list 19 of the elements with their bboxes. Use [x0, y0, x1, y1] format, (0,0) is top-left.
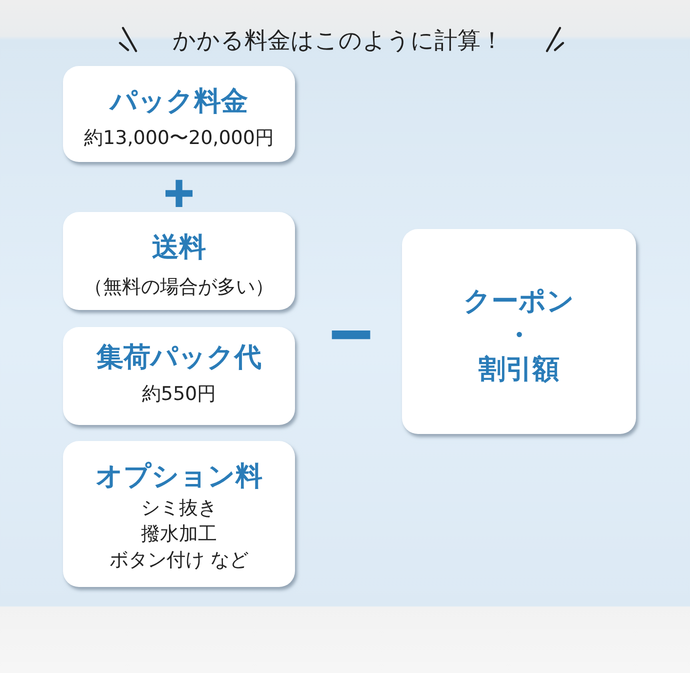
plus-sign: +: [162, 173, 196, 213]
card-text: 撥水加工: [141, 522, 217, 547]
card-text: 約13,000〜20,000円: [84, 126, 274, 151]
card-text: シミ抜き: [141, 496, 217, 521]
info-card: [63, 66, 295, 162]
card-heading: パック料金: [110, 85, 248, 119]
card-heading: 集荷パック代: [96, 341, 262, 375]
info-card: [402, 229, 636, 434]
card-text: ボタン付け など: [109, 548, 249, 573]
minus-sign: −: [326, 304, 376, 362]
card-heading: クーポン・割引額: [464, 285, 574, 387]
info-card: [63, 327, 295, 425]
info-card: [63, 212, 295, 310]
info-card: [63, 441, 295, 587]
card-heading: オプション料: [96, 460, 262, 494]
card-text: （無料の場合が多い）: [84, 275, 274, 300]
card-heading: 送料: [152, 231, 206, 265]
title-text: かかる料金はこのように計算！: [172, 27, 504, 56]
card-text: 約550円: [142, 382, 216, 407]
